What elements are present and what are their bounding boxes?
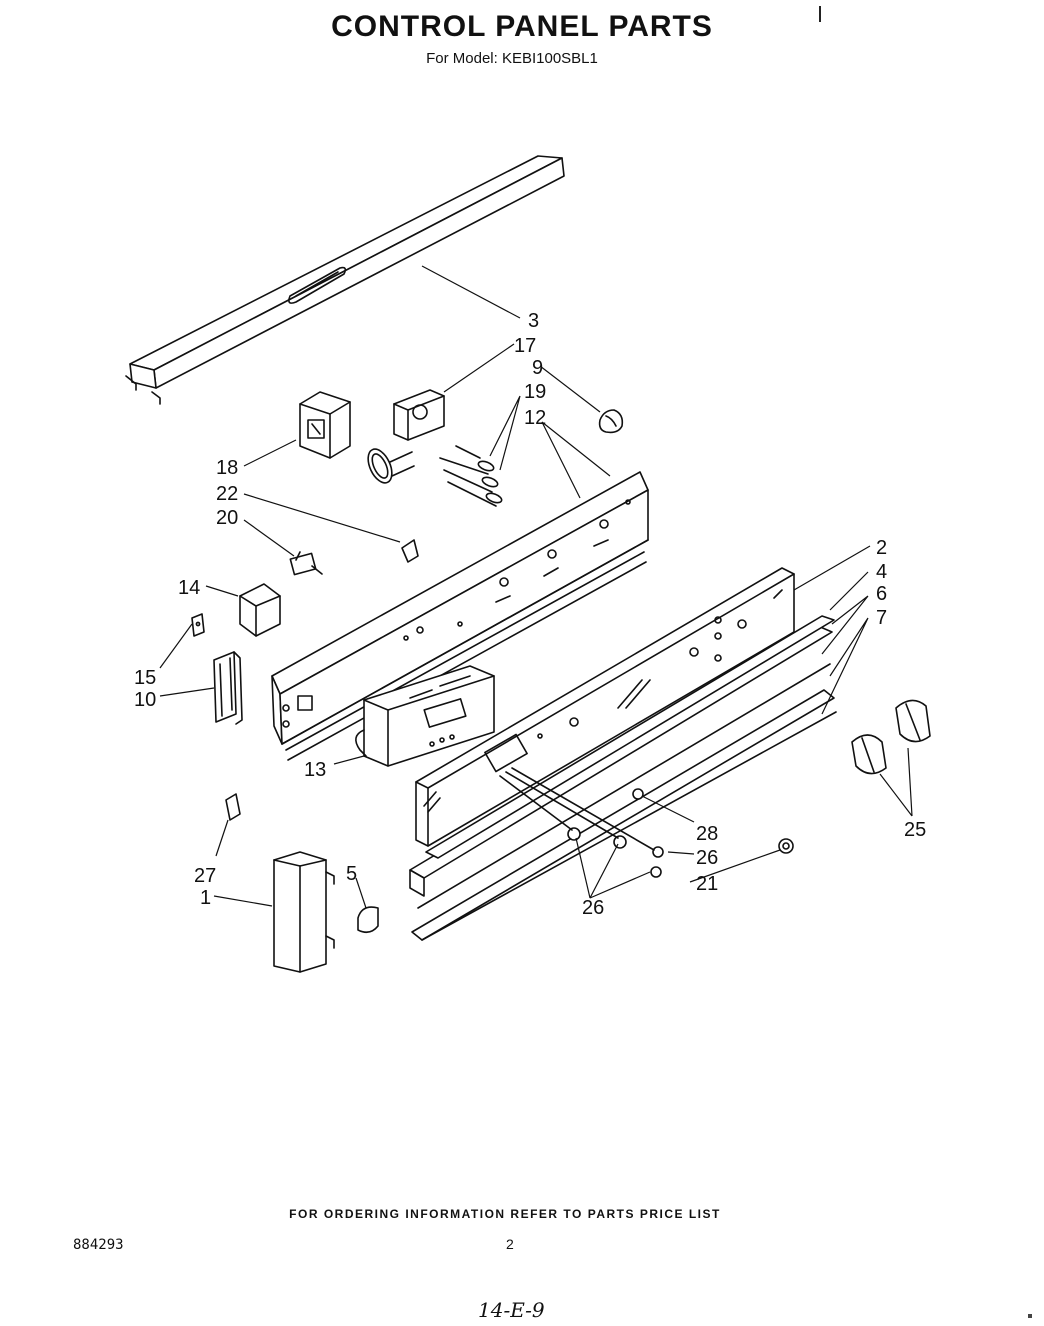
small-knob-part (598, 409, 624, 434)
callout-3: 3 (528, 310, 539, 332)
mounting-bracket-part (213, 651, 243, 725)
callout-21: 21 (696, 873, 718, 895)
page-title: CONTROL PANEL PARTS (331, 10, 713, 43)
ordering-note: FOR ORDERING INFORMATION REFER TO PARTS … (289, 1207, 721, 1221)
callout-19: 19 (524, 381, 546, 403)
clock-motor-part (299, 391, 351, 459)
callout-20: 20 (216, 507, 238, 529)
callout-9: 9 (532, 357, 543, 379)
bottom-clip-part (357, 906, 379, 934)
document-number: 884293 (73, 1237, 124, 1253)
model-line: For Model: KEBI100SBL1 (426, 50, 598, 67)
callout-12: 12 (524, 407, 546, 429)
switch-part (289, 551, 323, 576)
callout-7: 7 (876, 607, 887, 629)
corner-mark (819, 6, 821, 22)
large-knob-parts (851, 699, 931, 775)
callout-4: 4 (876, 561, 887, 583)
screw-parts (499, 767, 794, 878)
callout-10: 10 (134, 689, 156, 711)
callout-26-lower: 26 (582, 897, 604, 919)
page-number: 2 (506, 1236, 514, 1252)
callout-25: 25 (904, 819, 926, 841)
callout-18: 18 (216, 457, 238, 479)
callout-15: 15 (134, 667, 156, 689)
callout-26: 26 (696, 847, 718, 869)
front-glass-panel-part (415, 567, 795, 847)
callout-27: 27 (194, 865, 216, 887)
callout-1: 1 (200, 887, 211, 909)
callout-6: 6 (876, 583, 887, 605)
small-bracket-part (191, 613, 205, 637)
callout-22: 22 (216, 483, 238, 505)
timer-part (393, 389, 445, 441)
trim-channel-part (125, 155, 565, 405)
callout-5: 5 (346, 863, 357, 885)
callout-17: 17 (514, 335, 536, 357)
wire-leads-part (439, 445, 503, 507)
handwritten-code: 14-E-9 (478, 1298, 545, 1322)
control-panel-backing-part (271, 471, 649, 761)
callout-2: 2 (876, 537, 887, 559)
callout-28: 28 (696, 823, 718, 845)
callout-13: 13 (304, 759, 326, 781)
corner-tick (1028, 1314, 1032, 1318)
insert-part (225, 793, 241, 821)
end-cap-part (273, 851, 335, 973)
cover-part (239, 583, 281, 637)
callout-14: 14 (178, 577, 200, 599)
ring-part (367, 448, 415, 484)
clip-part (401, 539, 419, 563)
